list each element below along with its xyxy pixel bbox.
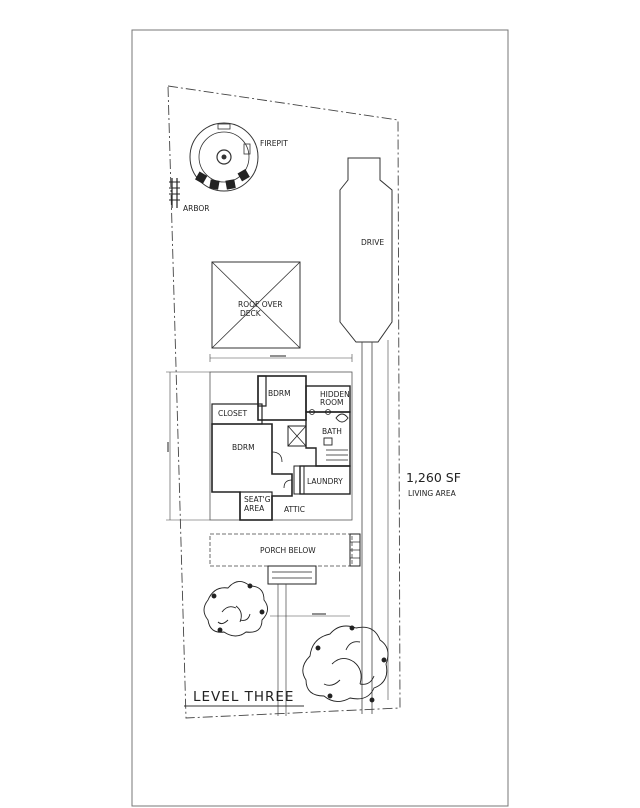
laundry-label: LAUNDRY — [307, 477, 343, 486]
drive-edge-lines — [361, 340, 389, 714]
dimension-lines — [166, 354, 353, 617]
roof-over-deck — [211, 261, 301, 349]
attic-label: ATTIC — [284, 505, 305, 514]
house-walls — [209, 371, 353, 521]
firepit-symbol — [189, 122, 259, 192]
area-value: 1,260 SF — [406, 470, 461, 485]
room-label: ROOM — [320, 398, 344, 407]
property-line — [167, 85, 401, 719]
bdrm-top-label: BDRM — [268, 389, 291, 398]
sheet-border — [131, 29, 509, 807]
porch-outline — [209, 533, 361, 716]
deck-label: DECK — [240, 309, 262, 318]
tree-left-symbol — [203, 581, 268, 637]
area-caption: LIVING AREA — [408, 489, 457, 498]
bath-label: BATH — [322, 427, 342, 436]
drive-outline — [339, 157, 393, 343]
area-label: AREA — [244, 504, 265, 513]
seating-label: SEAT'G — [244, 495, 271, 504]
arbor-label: ARBOR — [183, 204, 209, 213]
closet-label: CLOSET — [218, 409, 248, 418]
bdrm-left-label: BDRM — [232, 443, 255, 452]
tree-right-symbol — [302, 625, 389, 703]
porch-below-label: PORCH BELOW — [260, 546, 316, 555]
drive-label: DRIVE — [361, 238, 384, 247]
roof-over-label: ROOF OVER — [238, 300, 283, 309]
level-title: LEVEL THREE — [193, 689, 294, 705]
arbor-symbol — [169, 178, 180, 208]
firepit-label: FIREPIT — [260, 139, 288, 148]
hidden-label: HIDDEN — [320, 390, 350, 399]
